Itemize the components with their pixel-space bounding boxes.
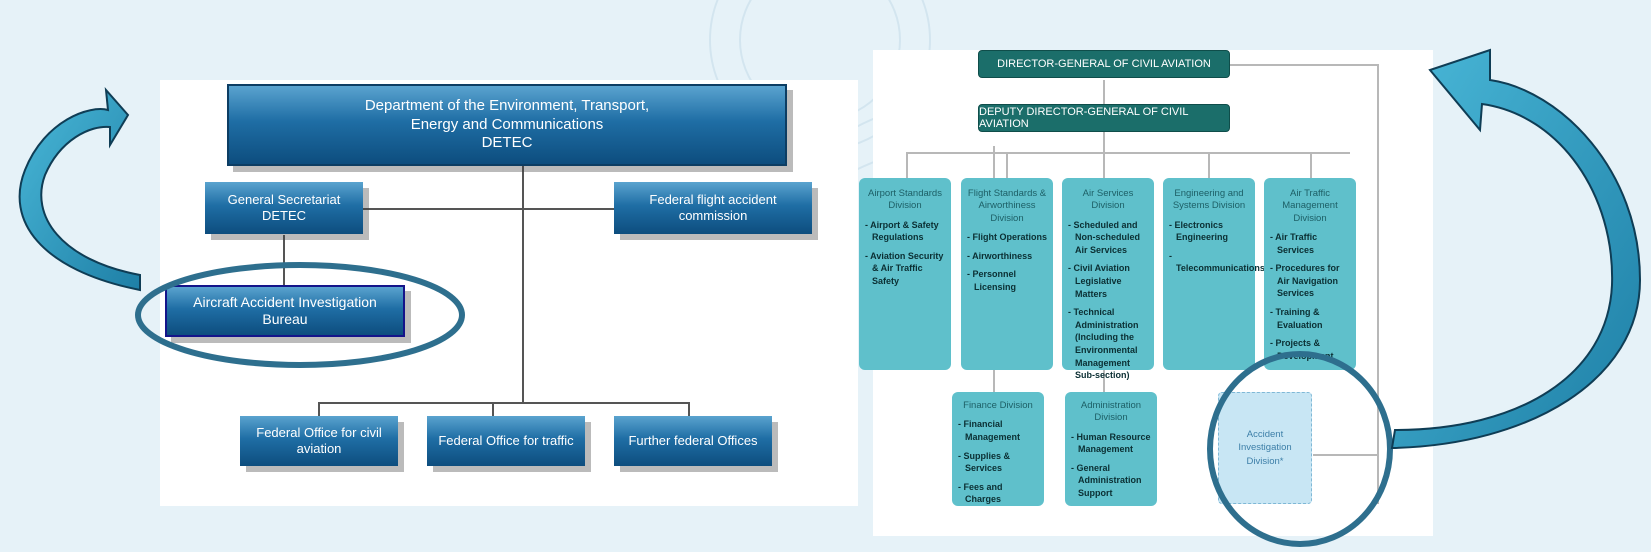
detec-line-2: Energy and Communications	[410, 115, 604, 133]
office-civil-aviation-line-1: Federal Office for civil	[256, 424, 382, 440]
deputy-director-label: DEPUTY DIRECTOR-GENERAL OF CIVIL AVIATIO…	[979, 106, 1189, 130]
flight-commission-line-1: Federal flight accident	[649, 191, 777, 207]
director-general-label: DIRECTOR-GENERAL OF CIVIL AVIATION	[997, 58, 1211, 70]
division-item: - Supplies & Services	[958, 450, 1011, 474]
finance-division: Finance Division - Financial Management …	[952, 392, 1044, 506]
division-title: Air Traffic Management Division	[1282, 188, 1338, 224]
airport-standards-division: Airport Standards Division - Airport & S…	[859, 178, 951, 370]
accident-division-line-1: Accident Investigation	[1238, 429, 1292, 454]
division-item: - Financial Management	[958, 419, 1021, 442]
division-item: - Technical Administration (Including th…	[1068, 307, 1139, 381]
further-offices-label: Further federal Offices	[628, 432, 758, 448]
flight-commission-line-2: commission	[678, 208, 748, 223]
division-item: - Training & Evaluation	[1270, 307, 1323, 330]
division-item: - Telecommunications	[1169, 250, 1265, 274]
accident-investigation-division: Accident Investigation Division*	[1218, 392, 1312, 504]
office-civil-aviation-box: Federal Office for civil aviation	[240, 416, 398, 466]
aaib-line-1: Aircraft Accident Investigation	[193, 293, 377, 310]
aaib-line-2: Bureau	[262, 311, 308, 327]
director-general-box: DIRECTOR-GENERAL OF CIVIL AVIATION	[978, 50, 1230, 78]
office-traffic-box: Federal Office for traffic	[427, 416, 585, 466]
engineering-systems-division: Engineering and Systems Division - Elect…	[1163, 178, 1265, 370]
air-services-division: Air Services Division - Scheduled and No…	[1062, 178, 1154, 380]
detec-line-3: DETEC	[481, 134, 533, 152]
division-item: - Air Traffic Services	[1270, 232, 1318, 255]
flight-standards-division: Flight Standards & Airworthiness Divisio…	[961, 178, 1053, 370]
division-item: - Airworthiness	[967, 250, 1033, 261]
division-title: Finance Division	[963, 400, 1033, 411]
accident-division-line-2: Division*	[1246, 455, 1284, 467]
division-title: Engineering and Systems Division	[1172, 188, 1246, 212]
division-item: - Flight Operations	[967, 232, 1047, 243]
detec-line-1: Department of the Environment, Transport…	[364, 96, 650, 114]
division-item: - Scheduled and Non-scheduled Air Servic…	[1068, 219, 1141, 255]
division-item: - Procedures for Air Navigation Services	[1270, 263, 1340, 299]
administration-division: Administration Division - Human Resource…	[1065, 392, 1157, 506]
office-civil-aviation-line-2: aviation	[296, 441, 342, 456]
deputy-director-box: DEPUTY DIRECTOR-GENERAL OF CIVIL AVIATIO…	[978, 104, 1230, 132]
division-item: - Projects & Development	[1270, 338, 1334, 361]
division-item: - Fees and Charges	[958, 481, 1003, 505]
division-item: - Civil Aviation Legislative Matters	[1068, 263, 1130, 299]
office-traffic-label: Federal Office for traffic	[438, 432, 574, 448]
division-title: Flight Standards & Airworthiness Divisio…	[967, 188, 1047, 224]
left-org-chart: Department of the Environment, Transport…	[160, 80, 858, 506]
division-title: Administration Division	[1080, 400, 1142, 424]
general-secretariat-line-1: General Secretariat	[227, 191, 341, 207]
detec-box: Department of the Environment, Transport…	[227, 84, 787, 166]
aaib-box: Aircraft Accident Investigation Bureau	[165, 285, 405, 337]
division-item: - Aviation Security & Air Traffic Safety	[865, 250, 944, 287]
division-item: - Airport & Safety Regulations	[865, 219, 939, 243]
further-offices-box: Further federal Offices	[614, 416, 772, 466]
right-org-chart: DIRECTOR-GENERAL OF CIVIL AVIATION DEPUT…	[859, 50, 1433, 536]
division-title: Airport Standards Division	[868, 188, 942, 212]
general-secretariat-box: General Secretariat DETEC	[205, 182, 363, 234]
air-traffic-management-division: Air Traffic Management Division - Air Tr…	[1264, 178, 1356, 370]
division-title: Air Services Division	[1082, 188, 1134, 212]
division-item: - General Administration Support	[1071, 462, 1142, 499]
division-item: - Electronics Engineering	[1169, 219, 1229, 243]
flight-accident-commission-box: Federal flight accident commission	[614, 182, 812, 234]
division-item: - Personnel Licensing	[967, 269, 1017, 292]
general-secretariat-line-2: DETEC	[261, 208, 307, 223]
division-item: - Human Resource Management	[1071, 431, 1151, 455]
